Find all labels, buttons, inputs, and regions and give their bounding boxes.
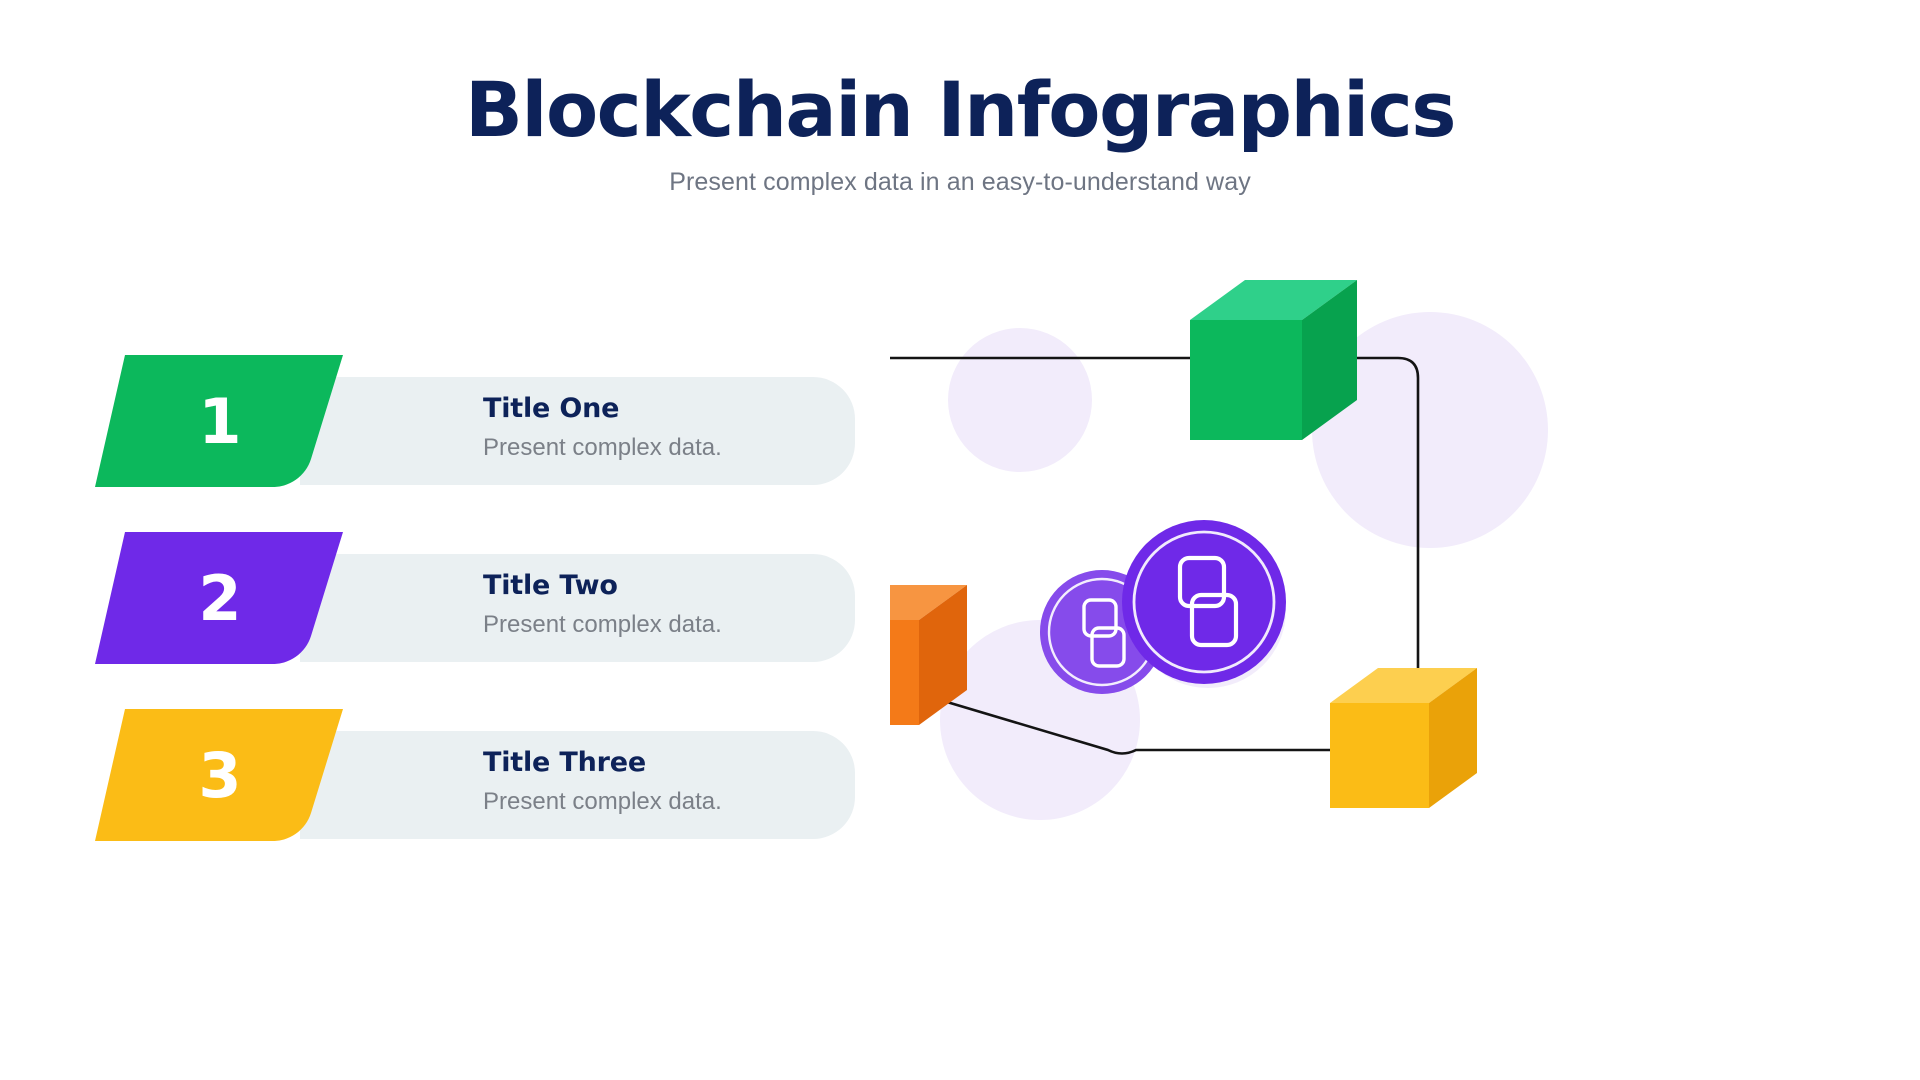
step-list: 1 Title One Present complex data. 2 Titl… <box>95 355 865 886</box>
page-subtitle: Present complex data in an easy-to-under… <box>669 167 1251 196</box>
blockchain-illustration <box>890 280 1850 1020</box>
list-item-text: Title One Present complex data. <box>483 393 722 462</box>
list-item-title: Title Three <box>483 747 646 778</box>
list-item-text: Title Two Present complex data. <box>483 570 722 639</box>
orange-cube-icon <box>890 585 967 725</box>
cube-side-face <box>919 585 967 725</box>
lightbulb-glass <box>890 280 911 426</box>
coin-large <box>1122 520 1286 684</box>
list-item-description: Present complex data. <box>483 788 722 815</box>
list-item-panel <box>300 377 855 485</box>
list-item-text: Title Three Present complex data. <box>483 747 722 816</box>
blob-circle <box>1312 312 1548 548</box>
green-cube-icon <box>1190 280 1357 440</box>
list-item-panel <box>300 731 855 839</box>
blockchain-coins <box>1040 520 1286 694</box>
list-item[interactable]: 2 Title Two Present complex data. <box>95 532 865 664</box>
header: Blockchain Infographics Present complex … <box>0 70 1920 197</box>
cube-side-face <box>1429 668 1477 808</box>
list-item-badge-shape <box>95 355 343 487</box>
cube-front-face <box>1190 320 1302 440</box>
list-item-description: Present complex data. <box>483 611 722 638</box>
list-item[interactable]: 3 Title Three Present complex data. <box>95 709 865 841</box>
connector-green-to-yellow <box>1302 356 1420 680</box>
coin-inner-ring <box>1132 530 1276 674</box>
blob-circle <box>948 328 1092 472</box>
page-title: Blockchain Infographics <box>464 65 1457 154</box>
yellow-cube-icon <box>1330 668 1477 808</box>
coin-b-glyph <box>1082 598 1126 668</box>
cube-front-face <box>890 620 919 725</box>
cube-top-face <box>1190 280 1357 320</box>
list-item-badge-shape <box>95 532 343 664</box>
list-item[interactable]: 1 Title One Present complex data. <box>95 355 865 487</box>
connector-orange-to-yellow <box>899 686 1330 755</box>
cube-top-face <box>890 585 967 620</box>
cube-side-face <box>1302 280 1357 440</box>
list-item-title: Title Two <box>483 570 618 601</box>
list-item-badge-shape <box>95 709 343 841</box>
cube-top-face <box>1330 668 1477 703</box>
list-item-description: Present complex data. <box>483 434 722 461</box>
list-item-panel <box>300 554 855 662</box>
cube-front-face <box>1330 703 1429 808</box>
coin-b-glyph <box>1177 555 1239 648</box>
list-item-title: Title One <box>483 393 620 424</box>
lightbulb-icon <box>890 280 911 481</box>
blockchain-coin-icon <box>1122 520 1286 684</box>
connector-lines <box>890 356 1420 755</box>
